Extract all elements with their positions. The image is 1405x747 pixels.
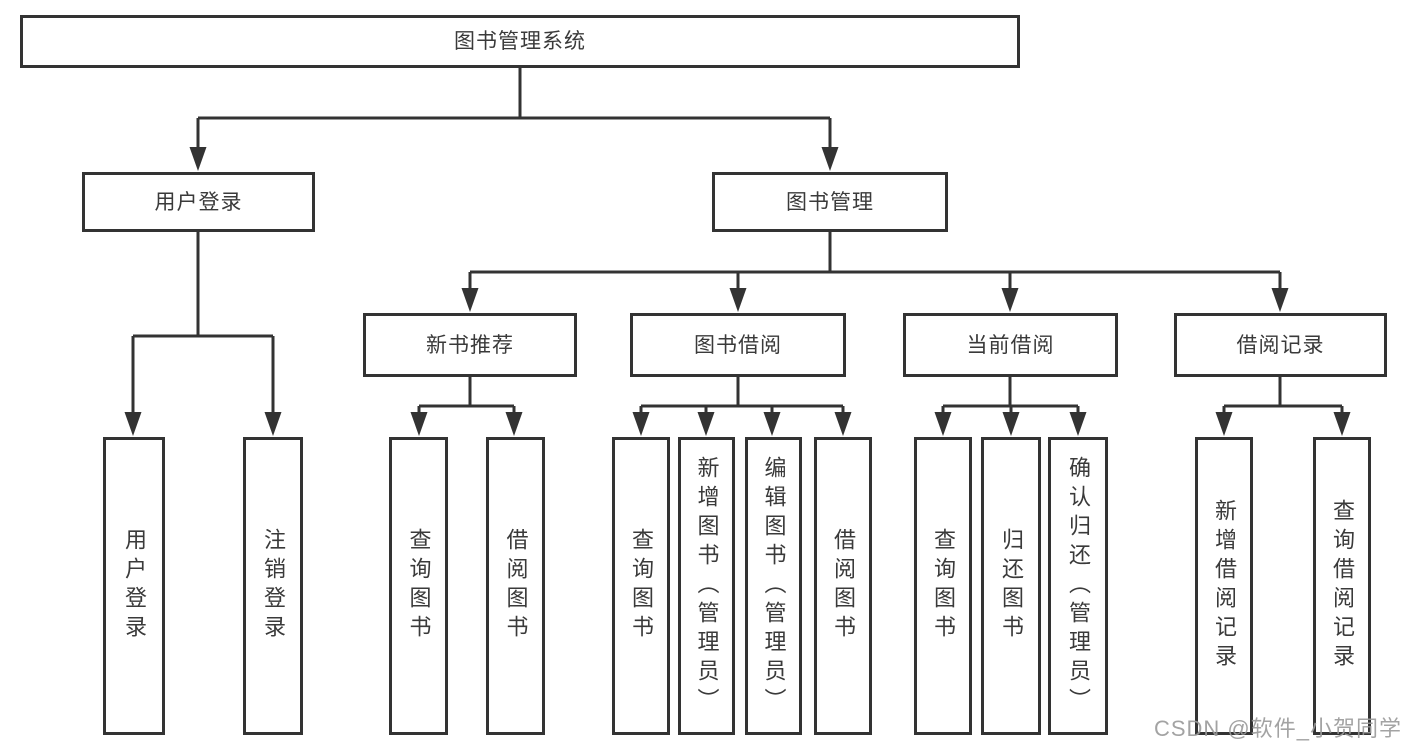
node-new-book-recommend: 新书推荐 [363,313,577,377]
node-root: 图书管理系统 [20,15,1020,68]
node-borrow-records: 借阅记录 [1174,313,1387,377]
node-current-borrow: 当前借阅 [903,313,1118,377]
csdn-watermark: CSDN @软件_小贺同学 [1153,716,1402,741]
node-book-management: 图书管理 [712,172,948,232]
leaf-records-query: 查询借阅记录 [1313,437,1371,735]
leaf-borrow-query: 查询图书 [612,437,670,735]
leaf-borrow-borrow: 借阅图书 [814,437,872,735]
leaf-newbooks-borrow: 借阅图书 [486,437,545,735]
leaf-borrow-edit-admin: 编辑图书（管理员） [745,437,802,735]
node-user-login: 用户登录 [82,172,315,232]
node-book-borrow: 图书借阅 [630,313,846,377]
leaf-borrow-add-admin: 新增图书（管理员） [678,437,735,735]
leaf-logout: 注销登录 [243,437,303,735]
leaf-current-return: 归还图书 [981,437,1041,735]
leaf-current-query: 查询图书 [914,437,972,735]
leaf-records-add: 新增借阅记录 [1195,437,1253,735]
leaf-newbooks-query: 查询图书 [389,437,448,735]
leaf-current-confirm-admin: 确认归还（管理员） [1048,437,1108,735]
leaf-user-login: 用户登录 [103,437,165,735]
